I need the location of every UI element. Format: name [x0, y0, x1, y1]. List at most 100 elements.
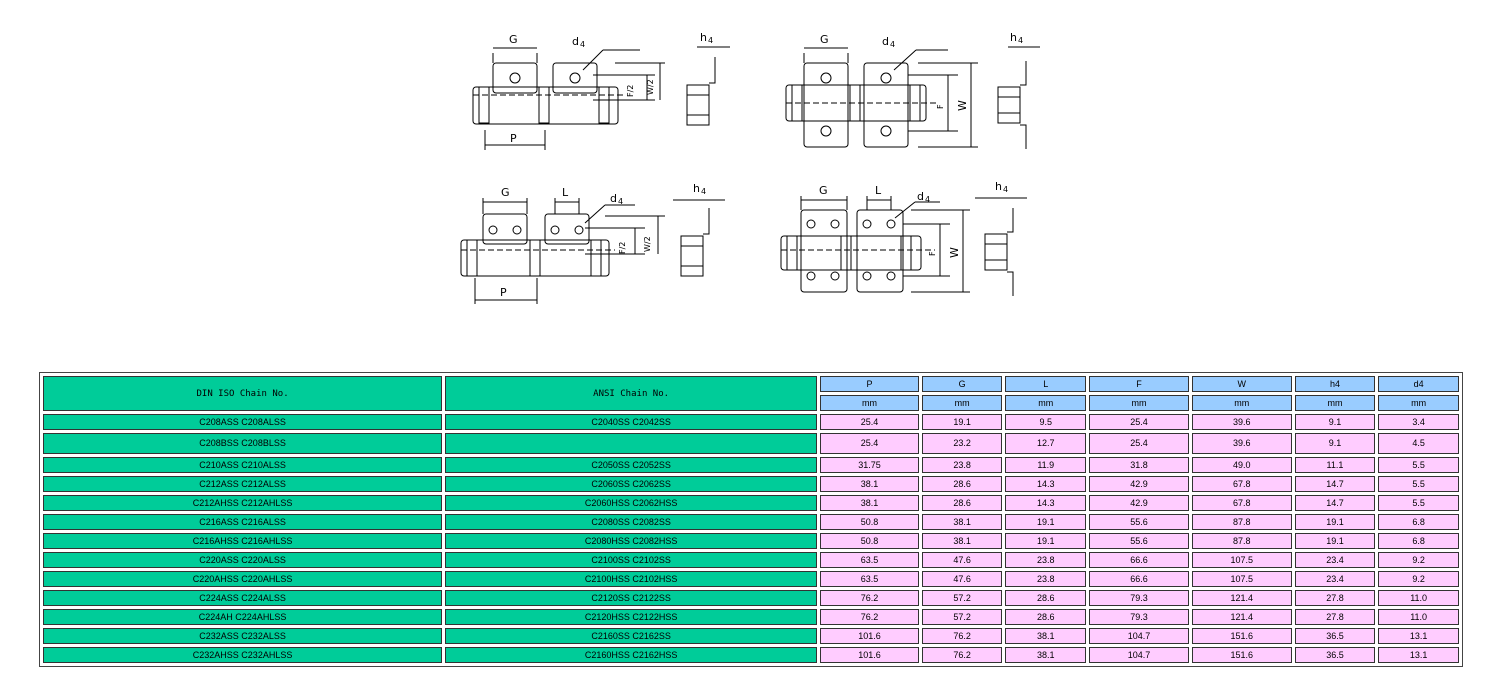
value-cell-p: 25.4 — [820, 433, 919, 454]
value-cell-h4: 9.1 — [1294, 433, 1376, 454]
label-f-4: F — [928, 251, 937, 256]
label-h4-4: h — [995, 180, 1002, 193]
value-cell-h4: 19.1 — [1294, 533, 1376, 549]
value-cell-w: 39.6 — [1191, 433, 1292, 454]
value-cell-w: 151.6 — [1191, 647, 1292, 663]
value-cell-d4: 6.8 — [1378, 514, 1459, 530]
header-ansi-chain-no: ANSI Chain No. — [445, 376, 818, 411]
value-cell-w: 67.8 — [1191, 495, 1292, 511]
value-cell-d4: 11.0 — [1378, 590, 1459, 606]
din-iso-chain-no-cell: C232ASS C232ALSS — [43, 628, 443, 644]
value-cell-d4: 5.5 — [1378, 495, 1459, 511]
value-cell-p: 63.5 — [820, 571, 919, 587]
value-cell-p: 101.6 — [820, 628, 919, 644]
value-cell-l: 14.3 — [1005, 495, 1087, 511]
label-h4-sub-3: 4 — [701, 187, 706, 196]
label-l-3: L — [562, 186, 569, 199]
label-d4-2: d — [882, 35, 889, 48]
din-iso-chain-no-cell: C212ASS C212ALSS — [43, 476, 443, 492]
ansi-chain-no-cell: C2050SS C2052SS — [445, 457, 818, 473]
value-cell-f: 25.4 — [1089, 414, 1189, 430]
value-cell-g: 57.2 — [921, 609, 1003, 625]
ansi-chain-no-cell: C2040SS C2042SS — [445, 414, 818, 430]
value-cell-g: 57.2 — [921, 590, 1003, 606]
value-cell-d4: 4.5 — [1378, 433, 1459, 454]
label-h4-2: h — [1010, 31, 1017, 44]
ansi-chain-no-cell: C2120HSS C2122HSS — [445, 609, 818, 625]
label-h4-sub: 4 — [708, 36, 713, 45]
unit-d4: mm — [1378, 395, 1459, 411]
drawing-single-side-one-hole: G d 4 h 4 P F/2 W/2 — [472, 31, 730, 150]
unit-f: mm — [1089, 395, 1189, 411]
din-iso-chain-no-cell: C208BSS C208BLSS — [43, 433, 443, 454]
value-cell-h4: 14.7 — [1294, 476, 1376, 492]
drawing-single-side-two-holes: G L d 4 h 4 P F/2 W/2 — [460, 182, 725, 304]
label-d4-sub-3: 4 — [618, 197, 623, 206]
spec-table-container: DIN ISO Chain No. ANSI Chain No. P G L F… — [39, 372, 1463, 667]
value-cell-d4: 11.0 — [1378, 609, 1459, 625]
value-cell-d4: 13.1 — [1378, 647, 1459, 663]
header-l: L — [1005, 376, 1087, 392]
value-cell-g: 76.2 — [921, 628, 1003, 644]
din-iso-chain-no-cell: C212AHSS C212AHLSS — [43, 495, 443, 511]
value-cell-p: 38.1 — [820, 476, 919, 492]
value-cell-p: 31.75 — [820, 457, 919, 473]
value-cell-l: 23.8 — [1005, 552, 1087, 568]
value-cell-f: 104.7 — [1089, 628, 1189, 644]
value-cell-w: 107.5 — [1191, 571, 1292, 587]
value-cell-p: 63.5 — [820, 552, 919, 568]
value-cell-f: 42.9 — [1089, 476, 1189, 492]
value-cell-h4: 23.4 — [1294, 552, 1376, 568]
label-p: P — [510, 132, 517, 145]
chain-attachment-drawings: G d 4 h 4 P F/2 W/2 — [460, 31, 1040, 304]
value-cell-l: 12.7 — [1005, 433, 1087, 454]
label-w-4: W — [948, 247, 961, 258]
label-g: G — [509, 33, 518, 46]
value-cell-w: 107.5 — [1191, 552, 1292, 568]
value-cell-l: 11.9 — [1005, 457, 1087, 473]
value-cell-h4: 14.7 — [1294, 495, 1376, 511]
value-cell-h4: 27.8 — [1294, 590, 1376, 606]
header-row-dims: DIN ISO Chain No. ANSI Chain No. P G L F… — [43, 376, 1459, 411]
value-cell-h4: 9.1 — [1294, 414, 1376, 430]
din-iso-chain-no-cell: C220AHSS C220AHLSS — [43, 571, 443, 587]
din-iso-chain-no-cell: C208ASS C208ALSS — [43, 414, 443, 430]
value-cell-l: 28.6 — [1005, 609, 1087, 625]
label-w-half: W/2 — [646, 79, 655, 95]
value-cell-w: 121.4 — [1191, 590, 1292, 606]
value-cell-f: 79.3 — [1089, 590, 1189, 606]
value-cell-h4: 36.5 — [1294, 647, 1376, 663]
unit-l: mm — [1005, 395, 1087, 411]
din-iso-chain-no-cell: C216AHSS C216AHLSS — [43, 533, 443, 549]
ansi-chain-no-cell — [445, 433, 818, 454]
drawing-double-side-one-hole: G d 4 h 4 F W — [785, 31, 1040, 149]
value-cell-g: 38.1 — [921, 514, 1003, 530]
drawing-double-side-two-holes: G L d 4 h 4 F W — [780, 180, 1027, 296]
ansi-chain-no-cell: C2080HSS C2082HSS — [445, 533, 818, 549]
value-cell-h4: 11.1 — [1294, 457, 1376, 473]
header-h4: h4 — [1294, 376, 1376, 392]
unit-p: mm — [820, 395, 919, 411]
label-h4-sub-4: 4 — [1003, 185, 1008, 194]
header-din-iso-chain-no: DIN ISO Chain No. — [43, 376, 443, 411]
value-cell-l: 19.1 — [1005, 514, 1087, 530]
label-g-4: G — [819, 184, 828, 197]
value-cell-d4: 5.5 — [1378, 457, 1459, 473]
value-cell-g: 28.6 — [921, 476, 1003, 492]
value-cell-h4: 19.1 — [1294, 514, 1376, 530]
label-f-2: F — [936, 104, 945, 109]
chain-spec-table: DIN ISO Chain No. ANSI Chain No. P G L F… — [39, 372, 1463, 667]
label-h4-sub-2: 4 — [1018, 36, 1023, 45]
value-cell-g: 19.1 — [921, 414, 1003, 430]
header-row-units: mm mm mm mm mm mm mm — [43, 395, 1459, 411]
din-iso-chain-no-cell: C224ASS C224ALSS — [43, 590, 443, 606]
value-cell-l: 9.5 — [1005, 414, 1087, 430]
